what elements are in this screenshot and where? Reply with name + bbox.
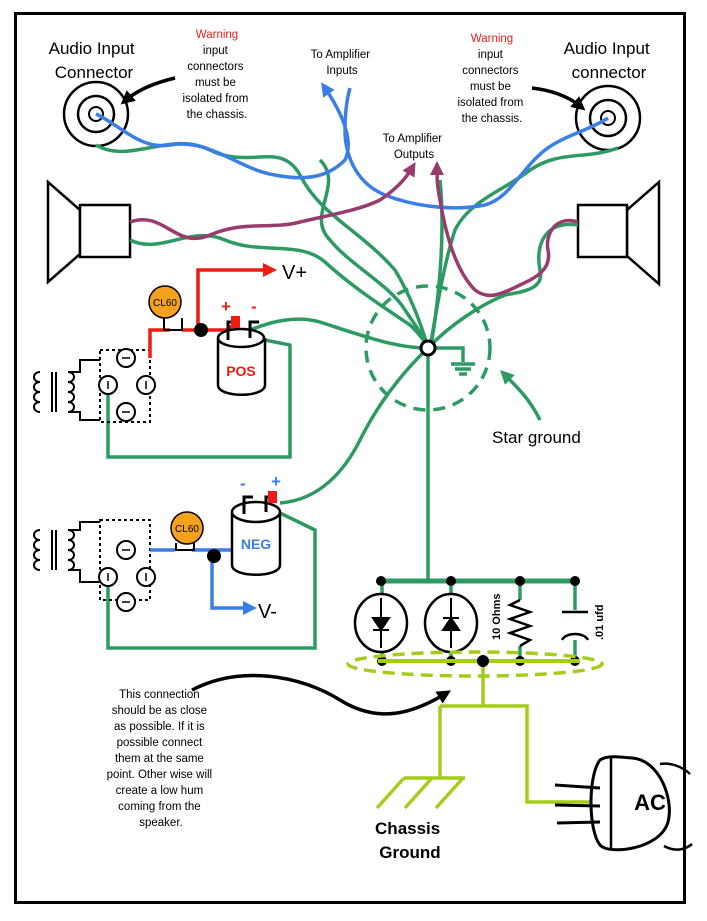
ac-label: AC [634, 790, 666, 815]
capacitor-value-label: .01 ufd [594, 605, 606, 640]
star-ground-pointer [500, 370, 542, 421]
chassis-connection-ring [346, 650, 604, 678]
neg-cl60-thermistor [170, 511, 204, 551]
chassis-ground-label: Chassis Ground [375, 819, 445, 862]
pos-transformer-icon [33, 359, 100, 421]
v-minus-label: V- [258, 601, 277, 623]
neg-minus-sign: - [240, 474, 246, 493]
neg-transformer-icon [33, 521, 100, 583]
warning-label-right: Warning [471, 33, 513, 45]
star-ground-node [419, 339, 437, 357]
connection-note-pointer [191, 673, 452, 716]
ground-wires [95, 141, 619, 660]
pos-capacitor [216, 316, 267, 396]
speaker-right-icon [576, 179, 661, 287]
speaker-wires [129, 161, 579, 298]
pos-bridge-rectifier [98, 348, 156, 423]
audio-input-right-label: Audio Input connector [564, 39, 655, 82]
pos-capacitor-label: POS [226, 363, 256, 379]
pos-positive-wire [148, 328, 170, 358]
bus-capacitor [560, 610, 590, 641]
bus-diode-1 [353, 592, 409, 654]
resistor-label: 10 Ohms [491, 594, 503, 640]
audio-input-left-label: Audio Input Connector [49, 39, 140, 82]
ac-plug-icon [554, 755, 693, 852]
neg-plus-sign: + [271, 472, 281, 491]
v-plus-label: V+ [282, 262, 307, 284]
bus-diode-2 [423, 592, 479, 654]
neg-bridge-rectifier [98, 519, 156, 612]
signal-wires [95, 82, 609, 210]
chassis-junction-node [477, 655, 489, 667]
neg-cl60-label: CL60 [175, 524, 199, 535]
neg-capacitor [230, 491, 282, 576]
to-amp-outputs-label: To Amplifier Outputs [383, 133, 446, 161]
pointer-arrow-right-connector [531, 86, 586, 111]
pos-cl60-label: CL60 [153, 298, 177, 309]
neg-junction-node [207, 549, 221, 563]
pos-minus-sign: - [251, 297, 257, 316]
diagram-frame [14, 12, 686, 904]
warning-text-right: input connectors must be isolated from t… [457, 49, 526, 125]
pos-plus-sign: + [221, 297, 231, 316]
pos-cl60-thermistor [148, 285, 183, 331]
warning-label-left: Warning [196, 29, 238, 41]
to-amp-inputs-label: To Amplifier Inputs [311, 49, 374, 77]
neg-capacitor-label: NEG [241, 536, 271, 552]
pointer-arrow-left-connector [120, 76, 176, 105]
warning-text-left: input connectors must be isolated from t… [182, 45, 251, 121]
connection-note: This connection should be as close as po… [107, 689, 216, 829]
bus-resistor [506, 598, 534, 648]
star-ground-ring [364, 284, 492, 412]
pos-junction-node [194, 323, 208, 337]
star-ground-label: Star ground [492, 428, 581, 447]
speaker-left-icon [46, 179, 132, 285]
